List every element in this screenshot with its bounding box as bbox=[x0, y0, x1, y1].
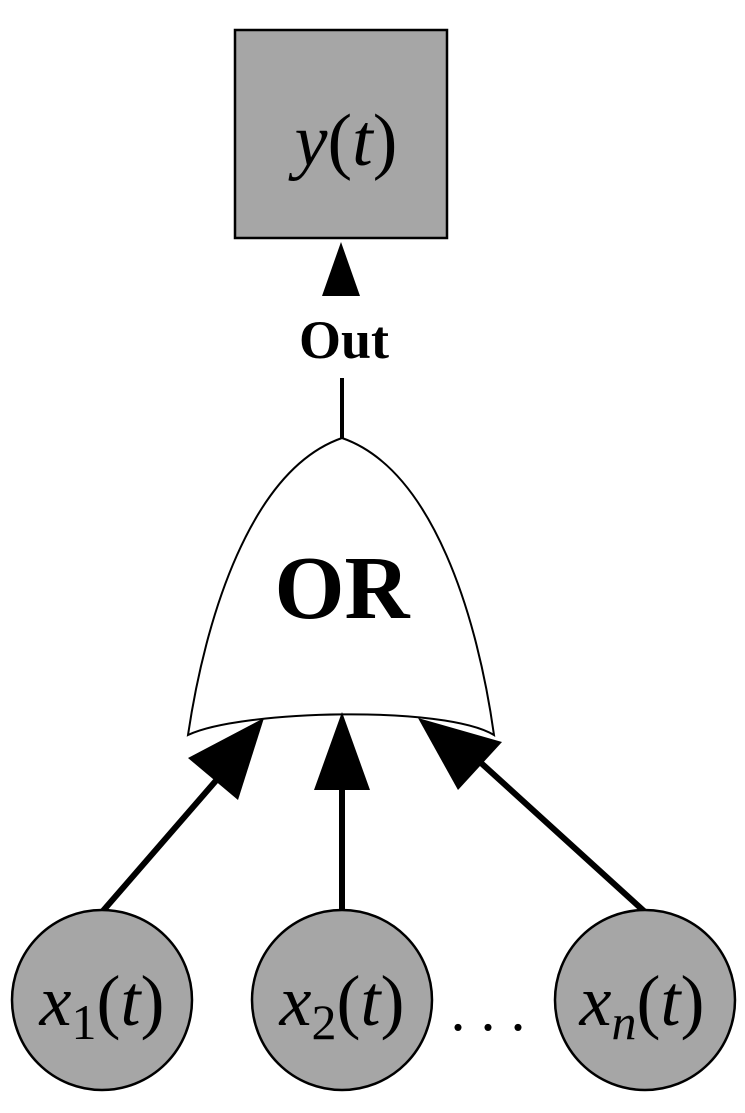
output-node-label: y(t) bbox=[288, 100, 398, 182]
input-node-x2-circle bbox=[250, 908, 434, 1092]
input-node-x1-label: x1(t) bbox=[39, 961, 165, 1050]
input-node-x2: x2(t) bbox=[250, 908, 434, 1092]
input-edges bbox=[99, 712, 648, 915]
input-node-xn-label: xn(t) bbox=[579, 961, 705, 1050]
arrowhead-xn bbox=[418, 718, 502, 790]
output-arrowhead bbox=[322, 242, 360, 296]
input-node-x1-circle bbox=[10, 908, 194, 1092]
arrowhead-x2 bbox=[314, 712, 370, 790]
edge-x1 bbox=[99, 774, 223, 914]
ellipsis: . . . bbox=[451, 977, 526, 1043]
or-gate-label: OR bbox=[275, 539, 411, 638]
output-node: y(t) bbox=[233, 28, 449, 240]
input-node-x1: x1(t) bbox=[10, 908, 194, 1092]
or-gate: OR bbox=[186, 436, 496, 737]
connector-label: Out bbox=[299, 310, 389, 370]
input-node-x2-label: x2(t) bbox=[279, 961, 405, 1050]
edge-xn bbox=[477, 759, 648, 915]
input-node-xn: xn(t) bbox=[553, 908, 737, 1092]
arrowhead-x1 bbox=[188, 718, 264, 800]
output-node-box bbox=[233, 28, 449, 240]
input-node-xn-circle bbox=[553, 908, 737, 1092]
